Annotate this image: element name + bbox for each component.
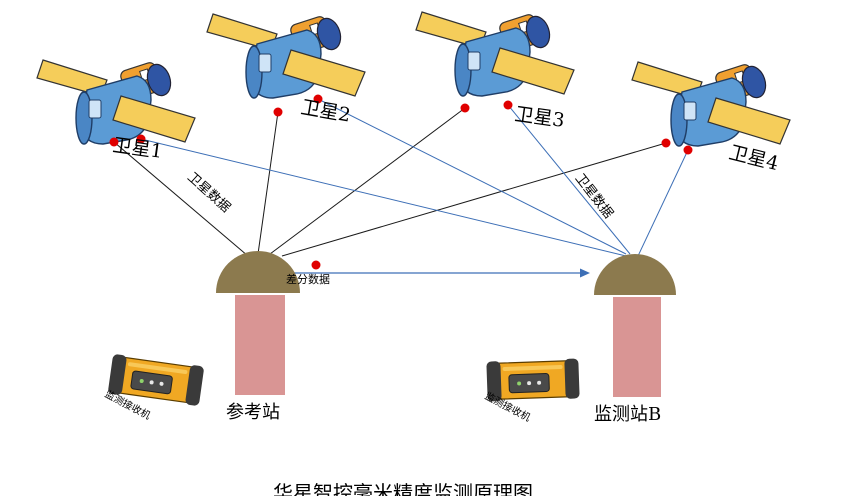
satellite-1 [36,59,196,145]
dot-sat2-b [313,94,323,104]
reference-pillar [235,295,285,395]
receiver-right-icon [485,357,581,403]
monitor-station-label: 监测站B [594,404,661,425]
monitor-pillar [613,297,661,397]
line-sat3-reference [269,107,466,255]
dot-sat3-a [460,103,470,113]
monitor-station [594,254,676,397]
reference-station-label: 参考站 [226,402,280,423]
monitor-dome [594,254,676,295]
line-sat2-monitor [317,98,627,255]
differential-link [292,268,590,278]
signal-dots [109,94,693,270]
satellite-4-label: 卫星4 [727,142,781,175]
differential-data-label: 差分数据 [286,272,330,286]
satellite-2-label: 卫星2 [299,96,352,126]
line-sat2-reference [257,111,279,255]
satellite-3-label: 卫星3 [513,103,566,132]
line-sat1-reference [113,141,249,257]
dot-sat3-b [503,100,513,110]
satellite-data-label-left: 卫星数据 [184,170,233,216]
reference-dome [216,251,300,293]
line-sat1-monitor [140,138,627,257]
reference-station [216,251,300,395]
dot-sat2-a [273,107,283,117]
line-sat4-monitor [637,149,689,257]
satellite-2 [206,13,366,99]
diagram-title: 华星智控毫米精度监测原理图 [273,481,533,496]
satellite-1-label: 卫星1 [111,134,164,163]
dot-sat1-b [136,134,146,144]
satellite-data-label-right: 卫星数据 [572,171,616,221]
lines-to-reference [113,107,667,257]
dot-sat4-b [683,145,693,155]
dot-sat4-a [661,138,671,148]
satellite-4 [631,61,791,147]
line-sat4-reference [281,142,667,257]
dot-sat1-a [109,137,119,147]
satellite-3 [415,11,575,97]
lines-to-monitor [140,98,689,257]
dot-differential [311,260,321,270]
line-sat3-monitor [507,104,631,255]
